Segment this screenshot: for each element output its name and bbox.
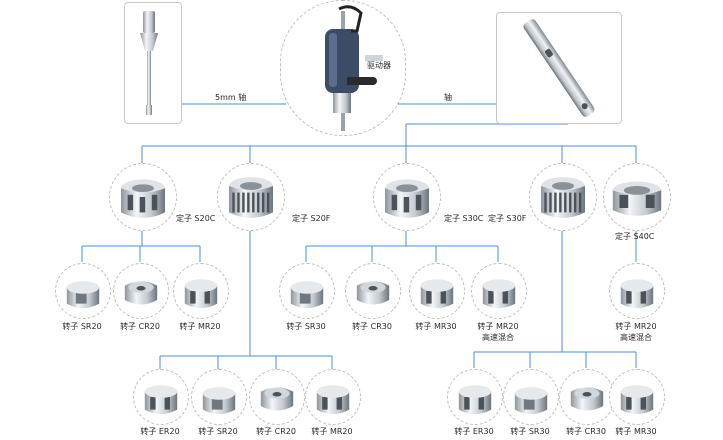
rotor-label-b3: 转子 MR20 (477, 322, 519, 331)
rotor-blade-icon (458, 385, 492, 415)
shaft-label: 轴 (444, 93, 452, 102)
shaft-5mm-image (124, 2, 182, 124)
stator-s20f-image (217, 163, 285, 231)
rotor-label-c0: 转子 MR20 (615, 322, 657, 331)
rotor-a0-image (55, 263, 111, 319)
rotor-label-e3: 转子 MR30 (615, 427, 657, 436)
rotor-b2-image (409, 263, 465, 319)
rotor-cut-icon (290, 281, 324, 309)
stator-slotted-icon (385, 179, 429, 218)
rotor-ring-icon (356, 281, 390, 305)
rotor-b0-image (279, 263, 335, 319)
rotor-label-a2: 转子 MR20 (179, 322, 221, 331)
rotor-label-e1: 转子 SR30 (510, 427, 550, 436)
rotor-a1-image (113, 263, 169, 319)
rotor-d2-image (249, 369, 305, 425)
rotor-e3-image (609, 369, 665, 425)
stator-label-s20c: 定子 S20C (176, 214, 216, 223)
rotor-e0-image (447, 369, 503, 425)
rotor-d0-image (133, 369, 189, 425)
stator-s30f-image (529, 163, 597, 231)
stator-wide-icon (612, 181, 662, 216)
rotor-label-d1: 转子 SR20 (198, 427, 238, 436)
rotor-b1-image (345, 263, 401, 319)
stator-label-s40c: 定子 S40C (615, 232, 655, 241)
rotor-blade-icon (482, 279, 516, 309)
drive-image: 驱动器 (280, 0, 406, 136)
rotor-e1-image (503, 369, 559, 425)
rotor-blade-icon (620, 279, 654, 309)
rotor-blade-icon (184, 279, 218, 309)
shaft-5mm-label: 5mm 轴 (215, 93, 247, 102)
rotor-blade-icon (316, 385, 350, 415)
stator-s30-image (373, 163, 441, 231)
rotor-blade-icon (420, 279, 454, 309)
rotor-d1-image (191, 369, 247, 425)
rotor-ring-icon (570, 387, 604, 411)
stator-s40c-image (603, 163, 671, 231)
rotor-a2-image (173, 263, 229, 319)
rotor-b3-image (471, 263, 527, 319)
rotor-blade-icon (620, 385, 654, 415)
rotor-note-c0: 高速混合 (620, 333, 652, 342)
shaft-5mm-icon (140, 11, 158, 115)
rotor-label-b1: 转子 CR30 (352, 322, 392, 331)
rotor-label-e0: 转子 ER30 (454, 427, 494, 436)
rotor-blade-icon (144, 385, 178, 415)
rotor-cut-icon (202, 387, 236, 415)
rotor-label-d2: 转子 CR20 (256, 427, 296, 436)
stator-s20c-image (109, 163, 177, 231)
rotor-c0-image (609, 263, 665, 319)
rotor-ring-icon (124, 281, 158, 305)
rotor-label-e2: 转子 CR30 (566, 427, 606, 436)
stator-slotted-icon (121, 179, 165, 218)
stator-label-s30c: 定子 S30C (444, 214, 484, 223)
rotor-ring-icon (260, 387, 294, 411)
shaft-icon (523, 19, 595, 117)
rotor-label-b2: 转子 MR30 (415, 322, 457, 331)
rotor-cut-icon (66, 281, 100, 309)
stator-label-s20f: 定子 S20F (292, 214, 331, 223)
rotor-d3-image (305, 369, 361, 425)
rotor-label-a1: 转子 CR20 (120, 322, 160, 331)
stator-label-s30f: 定子 S30F (488, 214, 527, 223)
rotor-label-d0: 转子 ER20 (140, 427, 180, 436)
drive-icon (325, 5, 383, 131)
rotor-label-a0: 转子 SR20 (62, 322, 102, 331)
rotor-label-d3: 转子 MR20 (311, 427, 353, 436)
rotor-cut-icon (514, 387, 548, 415)
rotor-label-b0: 转子 SR30 (286, 322, 326, 331)
rotor-note-b3: 高速混合 (482, 333, 514, 342)
shaft-image (496, 12, 622, 124)
drive-label: 驱动器 (367, 61, 391, 70)
stator-fine-icon (541, 177, 585, 218)
rotor-e2-image (559, 369, 615, 425)
stator-fine-icon (229, 177, 273, 218)
